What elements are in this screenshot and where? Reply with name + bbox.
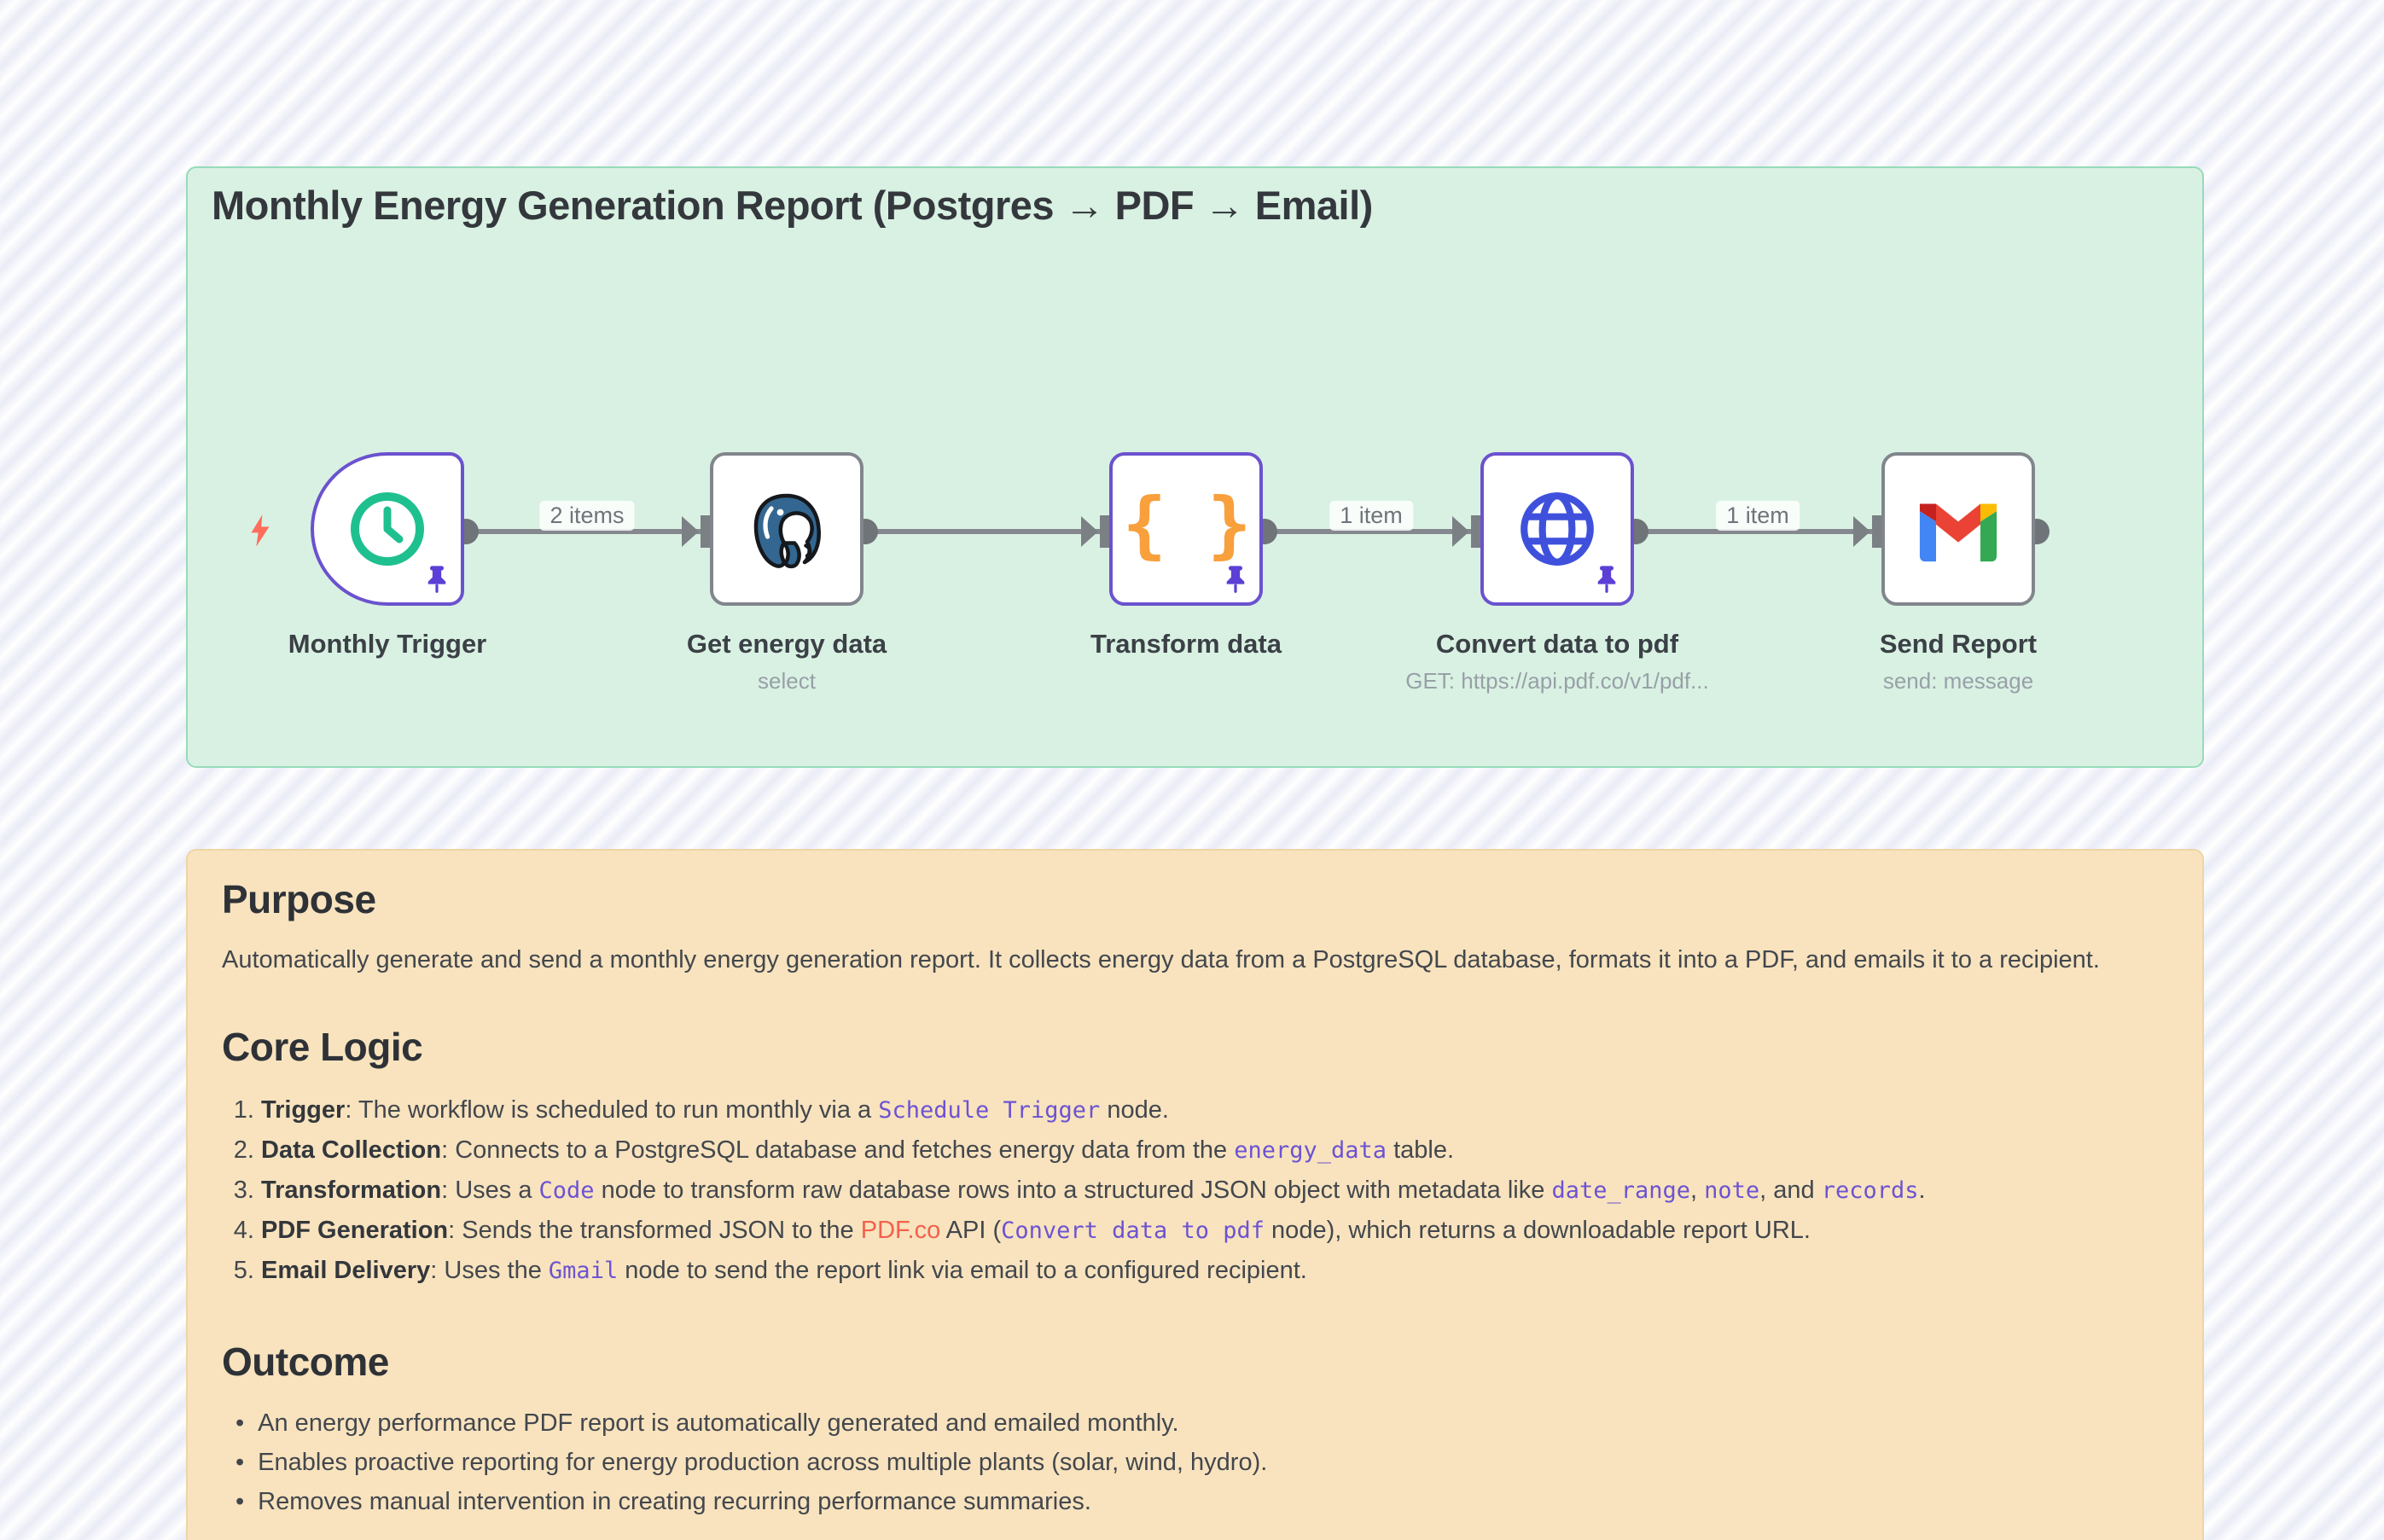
input-arrow-icon: [1081, 516, 1098, 547]
postgresql-icon: [713, 456, 860, 602]
gmail-icon: [1885, 456, 2032, 602]
node-convert-data-to-pdf[interactable]: [1480, 452, 1634, 606]
pin-icon: [1597, 566, 1616, 593]
core-logic-heading: Core Logic: [222, 1025, 423, 1069]
node-label: Send Report: [1879, 629, 2038, 659]
outcome-item: An energy performance PDF report is auto…: [235, 1403, 2168, 1443]
input-arrow-icon: [1853, 516, 1870, 547]
node-transform-data[interactable]: { }: [1109, 452, 1263, 606]
input-connector: [1872, 515, 1881, 548]
node-subtitle: select: [758, 668, 816, 694]
node-subtitle: GET: https://api.pdf.co/v1/pdf...: [1405, 668, 1709, 694]
pin-icon: [427, 566, 446, 593]
curly-braces-icon: { }: [1122, 482, 1251, 567]
input-arrow-icon: [1452, 516, 1469, 547]
clock-icon: [314, 456, 461, 602]
purpose-heading: Purpose: [222, 877, 376, 921]
connection-line: [464, 529, 710, 534]
outcome-list: An energy performance PDF report is auto…: [222, 1403, 2168, 1521]
core-logic-item: PDF Generation: Sends the transformed JS…: [261, 1211, 2168, 1251]
globe-icon: [1484, 456, 1631, 602]
connection-line: [1263, 529, 1480, 534]
outcome-heading: Outcome: [222, 1340, 389, 1384]
outcome-item: Removes manual intervention in creating …: [235, 1482, 2168, 1521]
input-connector: [701, 515, 710, 548]
node-label: Get energy data: [686, 629, 887, 659]
connection-items-badge: 1 item: [1329, 501, 1413, 531]
node-label: Monthly Trigger: [288, 629, 487, 659]
workflow-canvas-panel: Monthly Energy Generation Report (Postgr…: [186, 166, 2204, 768]
outcome-item: Enables proactive reporting for energy p…: [235, 1443, 2168, 1482]
pin-icon: [1226, 566, 1245, 593]
lightning-icon: [251, 514, 270, 547]
node-label: Convert data to pdf: [1435, 629, 1679, 659]
core-logic-item: Data Collection: Connects to a PostgreSQ…: [261, 1130, 2168, 1171]
connection-items-badge: 2 items: [539, 501, 635, 531]
node-monthly-trigger[interactable]: [311, 452, 464, 606]
documentation-panel: Purpose Automatically generate and send …: [186, 849, 2204, 1540]
input-arrow-icon: [682, 516, 699, 547]
node-subtitle: send: message: [1882, 668, 2034, 694]
purpose-text: Automatically generate and send a monthl…: [222, 946, 2100, 973]
input-connector: [1471, 515, 1480, 548]
node-label: Transform data: [1090, 629, 1282, 659]
input-connector: [1100, 515, 1109, 548]
connection-line: [1634, 529, 1881, 534]
connection-items-badge: 1 item: [1716, 501, 1800, 531]
core-logic-item: Transformation: Uses a Code node to tran…: [261, 1171, 2168, 1211]
core-logic-list: Trigger: The workflow is scheduled to ru…: [222, 1090, 2168, 1291]
core-logic-item: Email Delivery: Uses the Gmail node to s…: [261, 1251, 2168, 1291]
core-logic-item: Trigger: The workflow is scheduled to ru…: [261, 1090, 2168, 1130]
node-send-report[interactable]: [1881, 452, 2035, 606]
workflow-title: Monthly Energy Generation Report (Postgr…: [212, 183, 1373, 228]
node-get-energy-data[interactable]: [710, 452, 863, 606]
connection-line: [863, 529, 1109, 534]
